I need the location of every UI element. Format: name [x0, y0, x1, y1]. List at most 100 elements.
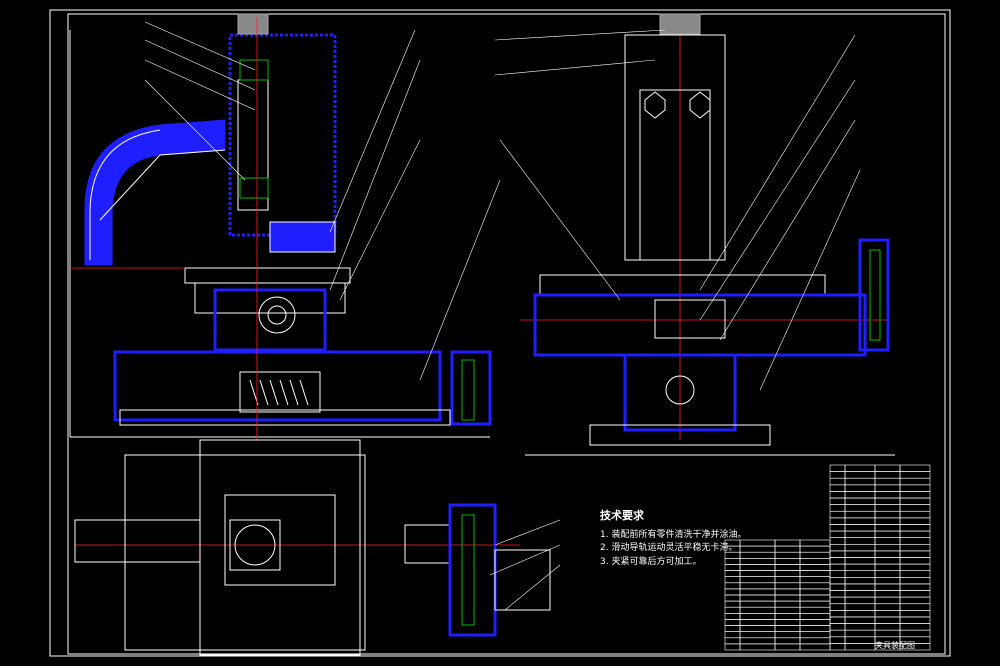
- parts-list-cell: [844, 530, 876, 538]
- parts-list-cell: [829, 583, 846, 591]
- parts-list-cell: [799, 539, 831, 547]
- side-slide: [533, 293, 867, 357]
- parts-list-cell: [829, 497, 846, 505]
- parts-list-cell: [724, 582, 741, 590]
- parts-list-cell: [829, 517, 846, 525]
- parts-list-cell: [874, 537, 901, 545]
- parts-list-cell: [724, 606, 741, 614]
- side-base-plate: [589, 424, 771, 446]
- clamp-table-top: [184, 267, 351, 284]
- parts-list-cell: [799, 606, 831, 614]
- parts-list-cell: [874, 530, 901, 538]
- clamp-support: [213, 288, 327, 352]
- parts-list-cell: [899, 590, 931, 598]
- clamp-pin-core: [267, 305, 287, 325]
- parts-list-cell: [774, 643, 801, 651]
- front-view: [69, 13, 492, 438]
- parts-list-cell: [844, 590, 876, 598]
- side-pin-circle: [665, 375, 695, 405]
- parts-list-cell: [799, 558, 831, 565]
- parts-list-cell: [799, 551, 831, 559]
- support-arm-inner: [99, 149, 226, 221]
- parts-list-cell: [874, 484, 901, 492]
- parts-list-cell: [774, 570, 801, 577]
- parts-list-cell: [874, 570, 901, 578]
- parts-list-cell: [844, 629, 876, 638]
- parts-list-cell: [799, 582, 831, 590]
- parts-list-cell: [724, 576, 741, 584]
- parts-list-cell: [899, 550, 931, 558]
- spindle-bearing-bottom: [239, 177, 269, 199]
- parts-list-cell: [844, 477, 876, 486]
- parts-list-cell: [874, 543, 901, 552]
- hex-bolt-right: [689, 91, 711, 119]
- spindle-body: [237, 79, 269, 211]
- parts-list-cell: [844, 583, 876, 591]
- parts-list-cell: [829, 504, 846, 512]
- parts-list-cell: [774, 613, 801, 620]
- parts-list-cell: [874, 629, 901, 638]
- parts-list-cell: [799, 570, 831, 577]
- parts-list-cell: [844, 510, 876, 519]
- parts-list-cell: [844, 636, 876, 644]
- parts-list-cell: [739, 588, 776, 596]
- parts-list-cell: [829, 537, 846, 545]
- parts-list-cell: [899, 524, 931, 532]
- plan-clamp-circle: [234, 524, 276, 566]
- parts-list-cell: [829, 616, 846, 624]
- clamp-table: [194, 282, 346, 314]
- parts-list-cell: [739, 606, 776, 614]
- parts-list-cell: [899, 510, 931, 519]
- parts-list-cell: [724, 600, 741, 608]
- parts-list-cell: [829, 623, 846, 631]
- side-base-support: [623, 353, 737, 432]
- parts-list-cell: [874, 603, 901, 611]
- parts-list-cell: [724, 631, 741, 639]
- base-slide: [113, 350, 442, 422]
- outer-border: [49, 9, 951, 657]
- base-plate: [119, 409, 451, 426]
- parts-list-cell: [874, 590, 901, 598]
- leader-line: [719, 119, 856, 341]
- parts-list-cell: [829, 636, 846, 644]
- parts-list-cell: [799, 613, 831, 620]
- parts-list-cell: [739, 570, 776, 577]
- leader-line: [489, 544, 561, 576]
- parts-list-cell: [829, 477, 846, 486]
- parts-list: [724, 464, 931, 651]
- parts-list-cell: [844, 517, 876, 525]
- parts-list-cell: [774, 631, 801, 639]
- parts-list-cell: [874, 550, 901, 558]
- parts-list-cell: [844, 484, 876, 492]
- parts-list-cell: [829, 491, 846, 499]
- parts-list-cell: [774, 582, 801, 590]
- parts-list-cell: [844, 577, 876, 585]
- parts-list-cell: [844, 491, 876, 499]
- parts-list-cell: [899, 603, 931, 611]
- parts-list-cell: [774, 588, 801, 596]
- parts-list-cell: [829, 471, 846, 479]
- parts-list-cell: [874, 504, 901, 512]
- parts-list-cell: [844, 603, 876, 611]
- parts-list-cell: [874, 596, 901, 605]
- leader-line: [339, 139, 421, 301]
- parts-list-cell: [739, 594, 776, 602]
- parts-list-cell: [739, 619, 776, 626]
- parts-list-cell: [724, 588, 741, 596]
- side-head: [659, 13, 701, 35]
- parts-list-cell: [774, 625, 801, 632]
- plan-clamp-square: [229, 519, 281, 571]
- parts-list-cell: [724, 637, 741, 645]
- parts-list-cell: [799, 545, 831, 553]
- parts-list-cell: [829, 543, 846, 552]
- leader-line: [144, 21, 256, 71]
- handwheel-housing: [450, 350, 492, 426]
- parts-list-cell: [899, 497, 931, 505]
- handwheel-gear: [461, 359, 475, 421]
- screw-thread: [249, 379, 309, 406]
- parts-list-cell: [899, 570, 931, 578]
- parts-list-cell: [829, 610, 846, 618]
- parts-list-cell: [739, 637, 776, 645]
- parts-list-cell: [899, 517, 931, 525]
- parts-list-cell: [844, 557, 876, 565]
